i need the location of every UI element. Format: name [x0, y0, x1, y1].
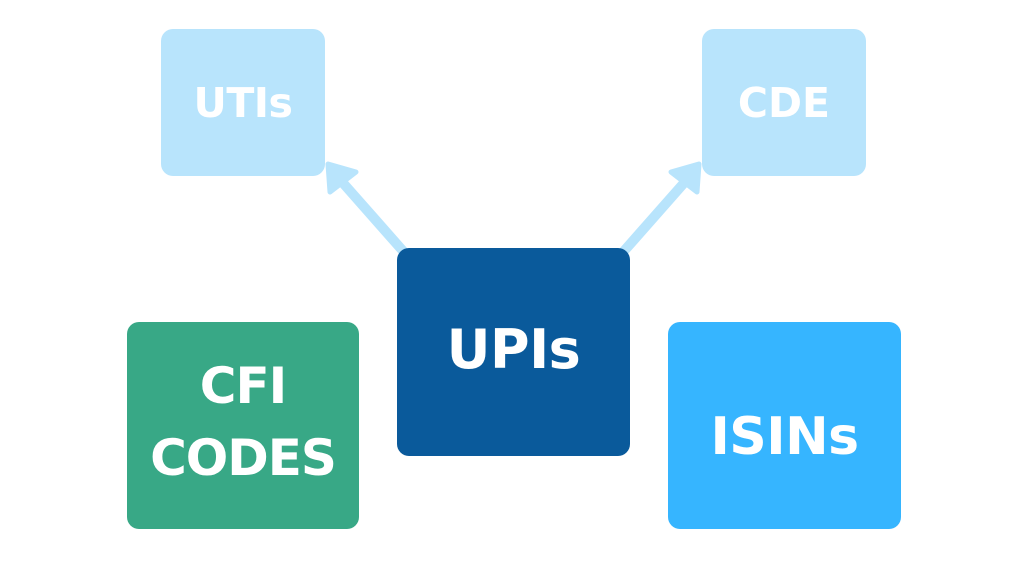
- arrow-shaft-utis: [338, 178, 408, 256]
- isins-label: ISINs: [710, 406, 859, 467]
- cde-label: CDE: [737, 78, 831, 127]
- utis-box: UTIs: [161, 29, 325, 176]
- upis-box: UPIs: [397, 248, 630, 456]
- cde-box: CDE: [702, 29, 866, 176]
- arrow-upis-to-utis: [325, 161, 408, 256]
- arrow-shaft-cde: [619, 178, 689, 256]
- cfi-label-line-2: CODES: [150, 428, 337, 487]
- upis-label: UPIs: [446, 317, 581, 381]
- arrow-upis-to-cde: [619, 161, 702, 256]
- cfi-label-line-1: CFI: [199, 356, 287, 415]
- isins-box: ISINs: [668, 322, 901, 529]
- utis-label: UTIs: [193, 78, 293, 127]
- arrow-head-cde: [668, 161, 702, 195]
- cfi-codes-box: CFI CODES: [127, 322, 359, 529]
- arrow-head-utis: [325, 161, 359, 195]
